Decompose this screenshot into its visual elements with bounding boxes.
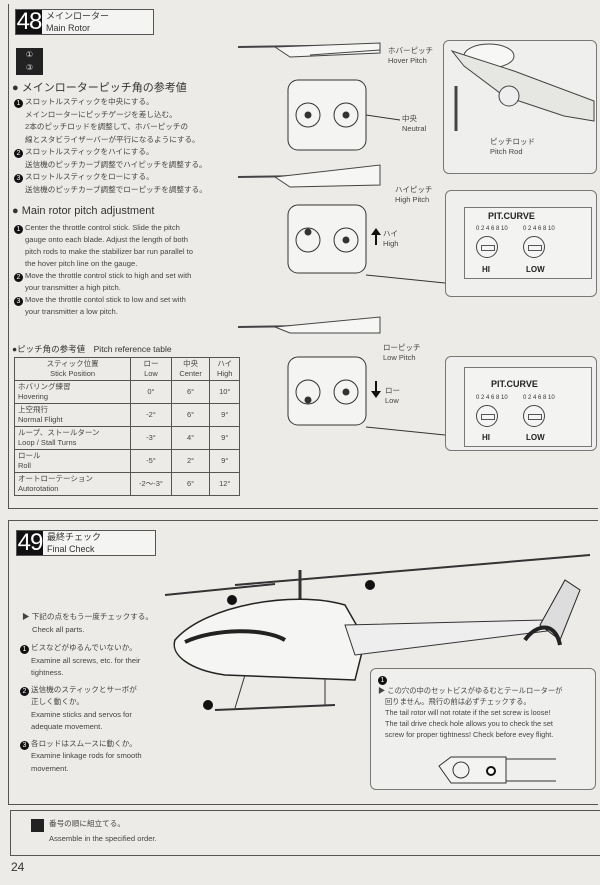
step-line: 送信機のピッチカーブ調整でハイピッチを調整する。 <box>25 159 207 169</box>
step-line: メインローターにピッチゲージを差し込む。 <box>25 109 177 119</box>
section-49 <box>8 520 598 805</box>
callout-3-marker <box>203 700 213 710</box>
title-en: Final Check <box>47 544 95 554</box>
arrow-down-icon <box>371 381 381 398</box>
step-number-icon: 3 <box>14 174 23 183</box>
order-icon <box>31 819 44 832</box>
en-heading: ● Main rotor pitch adjustment <box>12 205 155 217</box>
step-line: pitch rods to make the stabilizer bar ru… <box>25 247 193 256</box>
step-number: 49 <box>17 529 43 556</box>
step-number-icon: 3 <box>14 297 23 306</box>
assembly-note: 番号の順に組立てる。 Assemble in the specified orde… <box>10 810 600 856</box>
step-line: 線とスタビライザーバーが平行になるようにする。 <box>25 134 200 144</box>
step-number-icon: 1 <box>14 99 23 108</box>
tail-check-callout: 1 ▶ この穴の中のセットビスがゆるむとテールローターが 回りません。飛行の前は… <box>370 668 596 790</box>
step-number-icon: 1 <box>14 225 23 234</box>
step-number-icon: 2 <box>14 273 23 282</box>
transmitter-neutral <box>287 79 401 151</box>
step-header-48: 48 メインローター Main Rotor <box>15 8 154 35</box>
step-line: your transmitter a high pitch. <box>25 283 121 292</box>
tail-gearbox-icon <box>438 756 556 784</box>
hi-pitch-knob[interactable] <box>476 405 498 427</box>
page-number: 24 <box>11 860 25 874</box>
note-jp: 番号の順に組立てる。 <box>49 819 125 828</box>
low-pitch-knob[interactable] <box>523 236 545 258</box>
callout-2-marker <box>227 595 237 605</box>
low-gauge <box>237 316 381 334</box>
title-jp: メインローター <box>46 11 110 21</box>
table-title: ●ピッチ角の参考値 Pitch reference table <box>12 344 172 354</box>
step-line: the hover pitch line on the gauge. <box>25 259 138 268</box>
section-48 <box>8 4 598 509</box>
final-check-intro: ▶ 下記の点をもう一度チェックする。Check all parts. <box>22 612 153 634</box>
step-line: gauge onto each blade. Adjust the length… <box>25 235 188 244</box>
arrow-up-icon <box>371 228 381 245</box>
step-line: 送信機のピッチカーブ調整でローピッチを調整する。 <box>25 184 207 194</box>
step-header-49: 49 最終チェック Final Check <box>16 529 156 556</box>
jp-heading: ● メインローターピッチ角の参考値 <box>12 82 187 94</box>
pitch-rod-en: Pitch Rod <box>490 147 523 156</box>
title-en: Main Rotor <box>46 23 91 33</box>
step-line: your transmitter a low pitch. <box>25 307 118 316</box>
step-number: 48 <box>16 8 42 35</box>
transmitter-high <box>287 204 446 284</box>
pitch-rod-jp: ピッチロッド <box>490 137 535 146</box>
step-line: 2本のピッチロッドを調整して、ホバーピッチの <box>25 122 189 131</box>
pitch-gauges-illustration <box>237 42 446 436</box>
transmitter-low <box>287 356 446 436</box>
low-pitch-knob[interactable] <box>523 405 545 427</box>
helicopter-illustration <box>165 554 591 711</box>
step-number-icon: 2 <box>14 149 23 158</box>
note-en: Assemble in the specified order. <box>49 834 157 843</box>
hover-gauge <box>237 42 381 58</box>
callout-1-marker <box>365 580 375 590</box>
high-gauge <box>237 164 381 188</box>
title-jp: 最終チェック <box>47 532 102 542</box>
hi-pitch-knob[interactable] <box>476 236 498 258</box>
